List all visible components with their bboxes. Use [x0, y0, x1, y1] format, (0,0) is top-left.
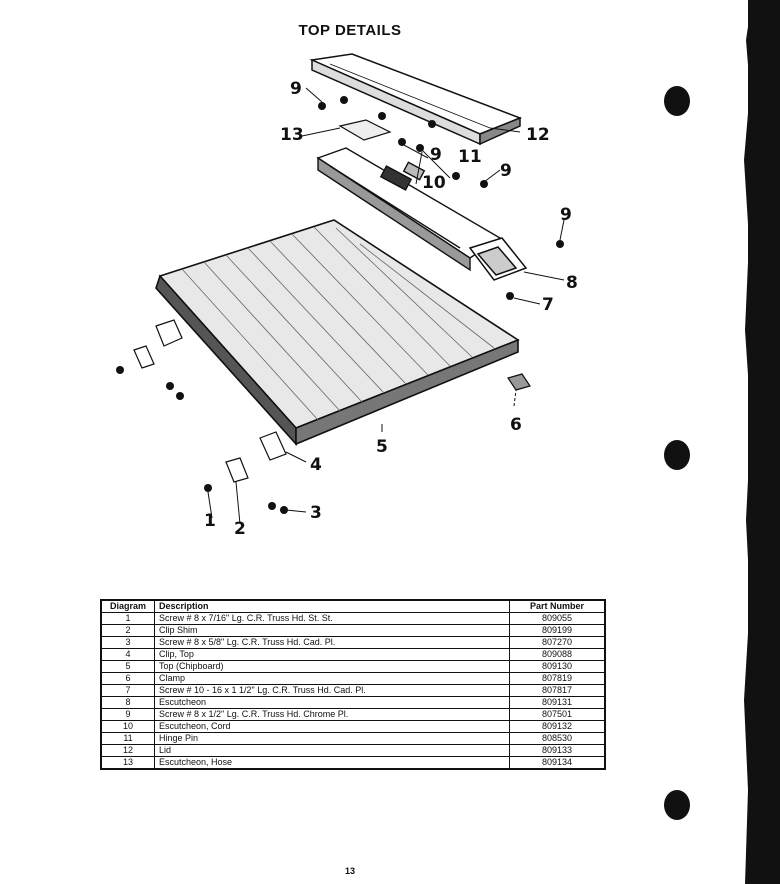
part-description: Screw # 8 x 1/2" Lg. C.R. Truss Hd. Chro…	[154, 708, 510, 721]
part-description: Clip, Top	[154, 648, 510, 661]
part-number: 809088	[509, 648, 606, 661]
callout-4: 4	[310, 455, 322, 475]
part-description: Top (Chipboard)	[154, 660, 510, 673]
diagram-number: 4	[100, 648, 155, 661]
callout-1: 1	[204, 511, 216, 531]
binder-hole-bottom	[664, 790, 690, 820]
callout-9b: 9	[430, 145, 442, 165]
column-header-description: Description	[154, 599, 510, 613]
binder-hole-top	[664, 86, 690, 116]
escutcheon-hose-drawing	[338, 119, 392, 141]
callout-9: 9	[290, 79, 302, 99]
part-description: Clip Shim	[154, 624, 510, 637]
callout-labels: 9 13 9 11 10 9 12 9 8 7 6 5 4 3 1 2	[204, 79, 578, 538]
page-title: TOP DETAILS	[298, 22, 402, 39]
part-number: 809055	[509, 612, 606, 625]
diagram-number: 12	[100, 744, 155, 757]
table-header-row: Diagram Description Part Number	[100, 599, 606, 613]
part-number: 809131	[509, 696, 606, 709]
page-number: 13	[344, 866, 355, 876]
part-description: Escutcheon, Cord	[154, 720, 510, 733]
callout-11: 11	[458, 147, 482, 167]
escutcheon-drawing	[468, 237, 528, 281]
part-number: 807501	[509, 708, 606, 721]
scanned-page-edge	[748, 0, 780, 884]
part-description: Escutcheon, Hose	[154, 756, 510, 770]
lid-drawing	[309, 53, 523, 146]
part-description: Escutcheon	[154, 696, 510, 709]
diagram-number: 9	[100, 708, 155, 721]
hinge-bracket-drawing	[316, 147, 502, 272]
part-description: Hinge Pin	[154, 732, 510, 745]
callout-6: 6	[510, 415, 522, 435]
diagram-number: 6	[100, 672, 155, 685]
callout-12: 12	[526, 125, 550, 145]
part-description: Lid	[154, 744, 510, 757]
callout-5: 5	[376, 437, 388, 457]
exploded-parts-diagram: 9 13 9 11 10 9 12 9 8 7 6 5 4 3 1 2	[116, 53, 578, 538]
part-description: Screw # 10 - 16 x 1 1/2" Lg. C.R. Truss …	[154, 684, 510, 697]
callout-8: 8	[566, 273, 578, 293]
diagram-number: 2	[100, 624, 155, 637]
part-number: 807270	[509, 636, 606, 649]
part-number: 809134	[509, 756, 606, 770]
callout-7: 7	[542, 295, 554, 315]
column-header-diagram: Diagram	[100, 599, 155, 613]
callout-13: 13	[280, 125, 304, 145]
diagram-number: 3	[100, 636, 155, 649]
diagram-number: 1	[100, 612, 155, 625]
screw-drawings	[116, 96, 564, 514]
diagram-number: 10	[100, 720, 155, 733]
part-description: Clamp	[154, 672, 510, 685]
part-number: 809130	[509, 660, 606, 673]
diagram-number: 7	[100, 684, 155, 697]
clip-and-clamp-drawings	[133, 319, 531, 483]
column-header-part-number: Part Number	[509, 599, 606, 613]
callout-9d: 9	[560, 205, 572, 225]
part-description: Screw # 8 x 5/8" Lg. C.R. Truss Hd. Cad.…	[154, 636, 510, 649]
part-number: 809132	[509, 720, 606, 733]
diagram-number: 11	[100, 732, 155, 745]
part-number: 809133	[509, 744, 606, 757]
part-number: 808530	[509, 732, 606, 745]
part-number: 807819	[509, 672, 606, 685]
callout-10: 10	[422, 173, 446, 193]
callout-2: 2	[234, 519, 246, 538]
chipboard-top-drawing	[155, 219, 520, 447]
binder-hole-middle	[664, 440, 690, 470]
part-number: 809199	[509, 624, 606, 637]
diagram-number: 13	[100, 756, 155, 770]
diagram-number: 5	[100, 660, 155, 673]
leader-lines	[207, 87, 565, 525]
callout-9c: 9	[500, 161, 512, 181]
diagram-number: 8	[100, 696, 155, 709]
part-number: 807817	[509, 684, 606, 697]
page-edge-shadow	[744, 0, 752, 884]
part-description: Screw # 8 x 7/16" Lg. C.R. Truss Hd. St.…	[154, 612, 510, 625]
callout-3: 3	[310, 503, 322, 523]
